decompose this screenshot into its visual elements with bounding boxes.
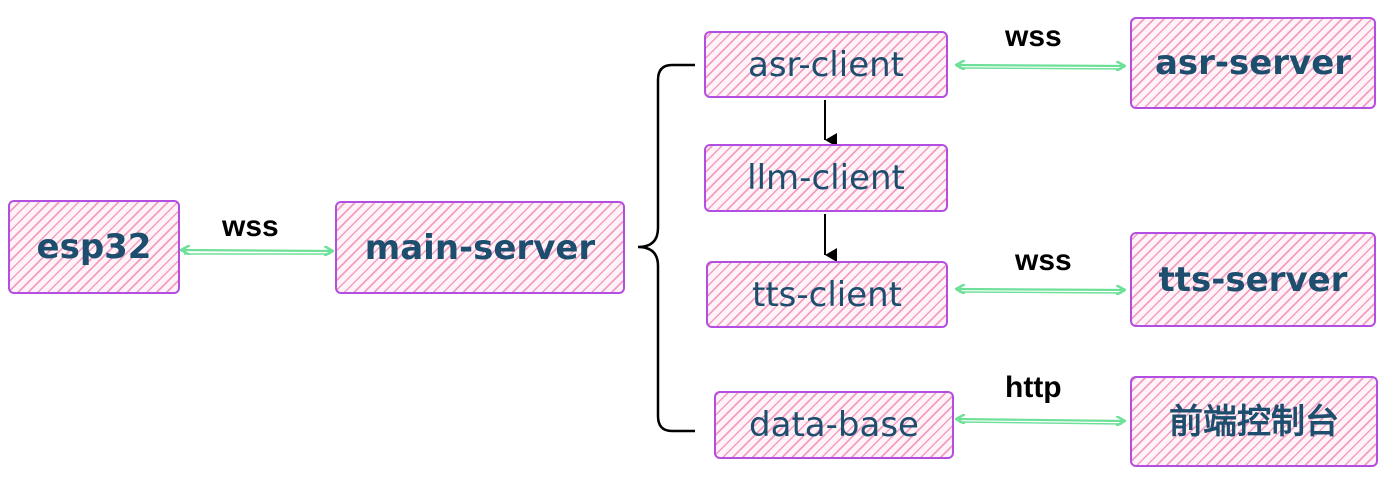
esp32-main-protocol-label: wss <box>222 210 279 243</box>
esp32-node: esp32 <box>8 200 180 294</box>
asr-client-label: asr-client <box>747 44 904 85</box>
tts-server-label: tts-server <box>1158 259 1348 300</box>
tts-server-node: tts-server <box>1130 232 1376 327</box>
llm-client-node: llm-client <box>704 144 948 212</box>
main-server-label: main-server <box>364 227 596 268</box>
tts-protocol-label: wss <box>1015 244 1072 277</box>
tts-client-label: tts-client <box>751 274 903 315</box>
data-base-node: data-base <box>714 391 954 459</box>
main-server-node: main-server <box>335 201 625 294</box>
tts-client-tts-server-arrow <box>957 289 1124 293</box>
group-bracket <box>637 63 695 433</box>
data-base-console-arrow <box>957 419 1124 424</box>
asr-server-node: asr-server <box>1130 17 1376 109</box>
console-label: 前端控制台 <box>1169 401 1339 442</box>
asr-client-asr-server-arrow <box>957 65 1124 69</box>
console-node: 前端控制台 <box>1130 376 1378 467</box>
tts-client-node: tts-client <box>706 261 948 328</box>
db-protocol-label: http <box>1005 371 1062 404</box>
esp32-label: esp32 <box>36 227 152 267</box>
data-base-label: data-base <box>749 405 919 445</box>
asr-server-label: asr-server <box>1154 43 1352 83</box>
asr-protocol-label: wss <box>1005 20 1062 53</box>
llm-client-label: llm-client <box>747 158 905 198</box>
asr-client-node: asr-client <box>704 31 948 98</box>
esp32-main-server-arrow <box>182 250 332 254</box>
